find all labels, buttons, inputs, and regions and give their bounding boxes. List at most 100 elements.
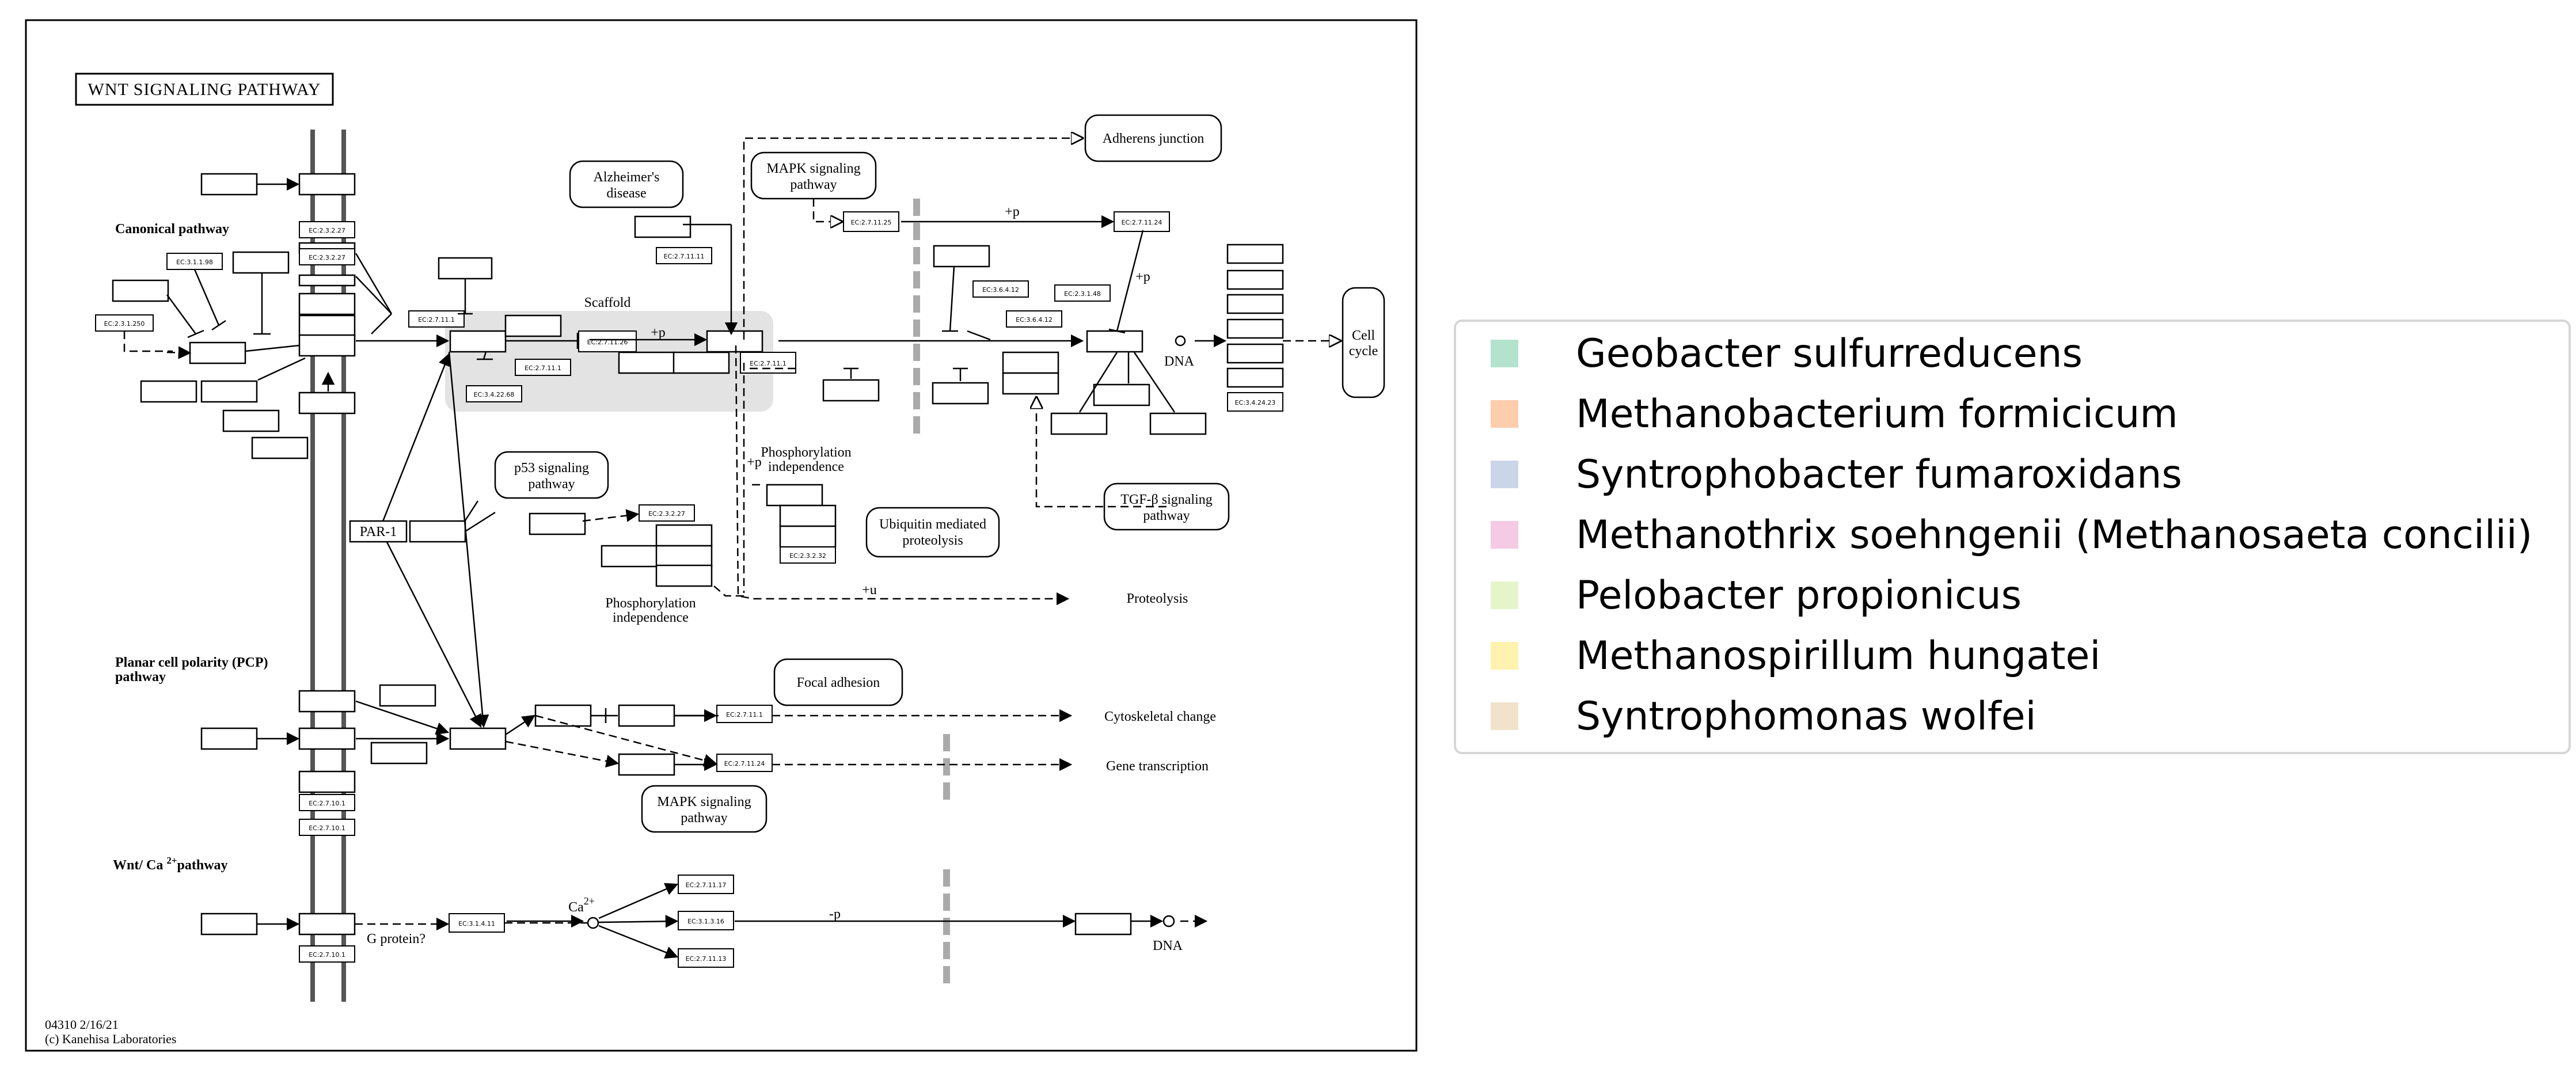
wnt-pathway-diagram: WNT SIGNALING PATHWAY Scaffold Canonical… [25, 19, 1418, 1052]
legend-label: Geobacter sulfurreducens [1576, 330, 2083, 377]
gene-boxes [112, 173, 1284, 936]
phos-indep-label: independence [768, 459, 844, 474]
ec-label: EC:2.3.2.32 [789, 552, 826, 560]
ec-label: EC:3.1.4.11 [458, 920, 495, 927]
focal-label: Focal adhesion [797, 675, 880, 690]
ec-label: EC:3.4.22.68 [474, 391, 515, 398]
ec-label: EC:2.7.10.1 [309, 824, 345, 832]
legend-label: Pelobacter propionicus [1576, 572, 2022, 618]
alzheimers-disease-link[interactable] [569, 160, 684, 208]
legend-item: Methanothrix soehngenii (Methanosaeta co… [1491, 509, 2532, 561]
ca-node [587, 917, 599, 929]
cell-cycle-label: Cell [1352, 328, 1375, 343]
indirect-arrows [123, 138, 1340, 931]
legend-label: Methanospirillum hungatei [1576, 633, 2101, 679]
section-wnt-ca: Wnt/ Ca 2+pathway [113, 855, 228, 873]
ubiquitin-label: Ubiquitin mediated [879, 517, 986, 532]
ec-label: EC:2.7.10.1 [309, 951, 345, 959]
tgfb-label: pathway [1143, 508, 1190, 523]
legend-swatch [1491, 702, 1518, 730]
ec-label: EC:2.7.11.17 [686, 881, 727, 889]
section-pcp-line1: Planar cell polarity (PCP) [115, 655, 268, 670]
legend-item: Methanobacterium formicicum [1491, 388, 2178, 440]
ec-label: EC:2.7.11.24 [724, 760, 765, 767]
legend-item: Methanospirillum hungatei [1491, 630, 2100, 682]
section-canonical: Canonical pathway [115, 222, 229, 237]
legend-label: Methanobacterium formicicum [1576, 391, 2178, 437]
ec-label: EC:3.6.4.12 [982, 286, 1019, 294]
adherens-label: Adherens junction [1103, 131, 1205, 146]
legend-label: Syntrophomonas wolfei [1576, 693, 2037, 739]
ec-label: EC:2.3.2.27 [309, 227, 345, 234]
focal-adhesion-link[interactable] [773, 658, 903, 706]
mapk-top-label: pathway [790, 177, 837, 192]
dna-label: DNA [1153, 938, 1183, 953]
ec-label: EC:2.7.11.25 [851, 219, 892, 226]
legend-swatch [1491, 340, 1518, 367]
adherens-junction-link[interactable] [1084, 114, 1222, 162]
mapk-bottom-label: MAPK signaling [657, 795, 751, 809]
phos-indep-label-2: Phosphorylation [605, 596, 696, 611]
dna-node [1175, 335, 1186, 347]
phos-indep-label: Phosphorylation [761, 445, 851, 460]
cell-cycle-link[interactable] [1342, 287, 1385, 398]
legend-swatch [1491, 642, 1518, 670]
ec-label: EC:2.7.11.1 [726, 711, 763, 719]
g-protein-label: G protein? [367, 932, 425, 946]
section-pcp-line2: pathway [115, 670, 166, 685]
mapk-pathway-link-bottom[interactable] [641, 785, 768, 833]
cell-cycle-label: cycle [1349, 344, 1378, 359]
legend-label: Syntrophobacter fumaroxidans [1576, 451, 2182, 497]
ec-label: EC:2.3.2.27 [648, 510, 685, 518]
ec-label: EC:2.7.11.11 [664, 253, 705, 260]
legend-item: Pelobacter propionicus [1491, 569, 2022, 621]
scaffold-label: Scaffold [584, 295, 631, 310]
ec-label: EC:2.7.11.1 [750, 360, 787, 367]
title-box [75, 73, 334, 106]
phos-indep-label-2: independence [613, 610, 689, 625]
legend-label: Methanothrix soehngenii (Methanosaeta co… [1576, 512, 2533, 558]
plus-u-label: +u [862, 583, 877, 598]
ec-label: EC:2.7.11.1 [525, 364, 561, 372]
diagram-footer-copyright: (c) Kanehisa Laboratories [45, 1032, 176, 1046]
ec-label: EC:2.3.2.27 [309, 254, 345, 261]
mapk-top-label: MAPK signaling [766, 161, 860, 176]
legend-swatch [1491, 521, 1518, 549]
legend-item: Geobacter sulfurreducens [1491, 328, 2083, 379]
par1-box [349, 520, 408, 543]
plus-p-label: +p [651, 325, 666, 340]
organism-legend: Geobacter sulfurreducens Methanobacteriu… [1454, 320, 2571, 754]
legend-item: Syntrophobacter fumaroxidans [1491, 448, 2182, 500]
mapk-bottom-label: pathway [681, 811, 727, 826]
diagram-footer-date: 04310 2/16/21 [45, 1017, 119, 1032]
p53-pathway-link[interactable] [494, 451, 609, 499]
ca-label: Ca2+ [568, 895, 595, 915]
inhibition-lines [166, 230, 1176, 723]
legend-swatch [1491, 461, 1518, 488]
ec-label: EC:2.3.1.48 [1064, 290, 1101, 298]
par1-label: PAR-1 [360, 524, 397, 539]
dna-node-2 [1162, 915, 1175, 927]
ec-label: EC:2.3.1.250 [104, 320, 145, 328]
legend-swatch [1491, 581, 1518, 609]
diagram-title: WNT SIGNALING PATHWAY [88, 80, 321, 99]
p53-label: p53 signaling [514, 461, 589, 476]
ec-label: EC:3.6.4.12 [1016, 316, 1053, 324]
dna-label: DNA [1164, 354, 1195, 369]
ec-label: EC:2.7.11.24 [1122, 219, 1162, 226]
plus-p-label: +p [1005, 204, 1020, 219]
ec-label: EC:2.7.10.1 [309, 800, 345, 807]
ec-label: EC:3.1.1.98 [176, 259, 213, 266]
ubiquitin-proteolysis-link[interactable] [865, 507, 1000, 558]
plus-p-label: +p [1135, 269, 1150, 284]
legend-swatch [1491, 400, 1518, 428]
minus-p-label: -p [829, 907, 841, 922]
legend-item: Syntrophomonas wolfei [1491, 690, 2037, 742]
ec-label: EC:2.7.11.1 [418, 316, 455, 324]
tgfb-label: TGF-β signaling [1120, 492, 1213, 507]
ubiquitin-label: proteolysis [902, 533, 963, 548]
plus-p-label: +p [747, 455, 762, 470]
proteolysis-label: Proteolysis [1127, 591, 1188, 606]
nuclear-boundary [913, 199, 950, 984]
cytoskeletal-label: Cytoskeletal change [1104, 709, 1216, 724]
